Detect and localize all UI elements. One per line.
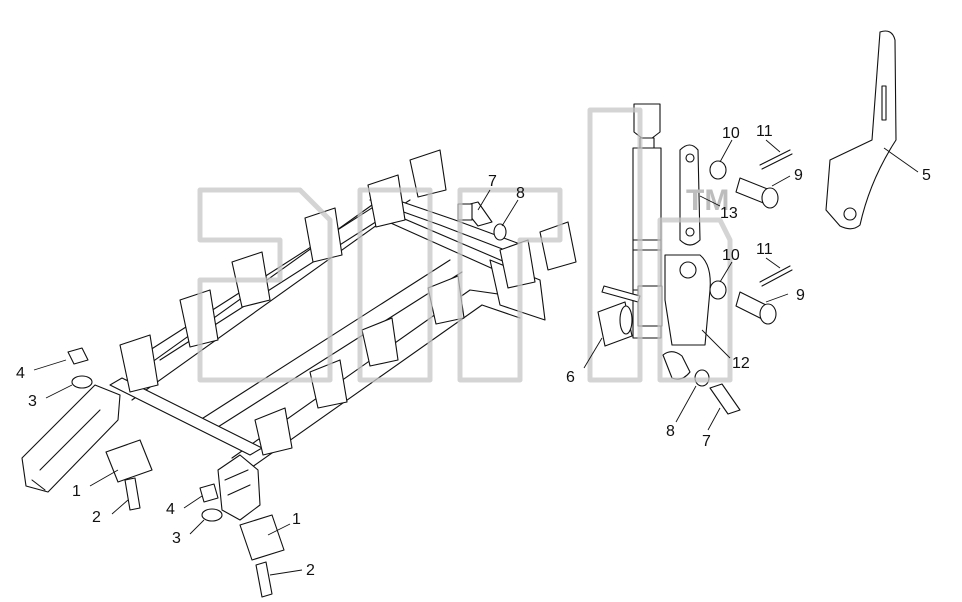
leader-9b (765, 293, 789, 303)
leader-8b (675, 385, 697, 423)
leader-3a (45, 384, 73, 399)
arm-plate-hole (843, 207, 857, 221)
arm-plate (825, 30, 897, 230)
leader-11a (765, 139, 781, 153)
cotter-pin-11-lower (759, 265, 793, 287)
shank-bracket (409, 149, 447, 198)
leader-12 (701, 329, 731, 359)
callout-2a: 2 (92, 509, 101, 526)
callout-1a: 1 (72, 483, 81, 500)
callout-12: 12 (732, 355, 750, 372)
frame-end-plate-right-detail (224, 469, 251, 496)
callout-8b: 8 (666, 423, 675, 440)
leader-7b (707, 407, 721, 431)
frame-rail-mid (149, 189, 463, 433)
leader-10a (719, 139, 733, 163)
leader-13 (699, 195, 721, 207)
callout-9a: 9 (794, 167, 803, 184)
washer-10-lower (709, 280, 727, 300)
bolt-7-lower (709, 383, 741, 415)
callout-11a: 11 (756, 123, 773, 140)
lower-link (662, 351, 691, 380)
arm-plate-5 (825, 30, 897, 230)
callout-labels: 1 1 2 2 3 3 4 4 5 6 7 7 8 8 9 9 10 10 11… (16, 123, 931, 579)
leader-4a (33, 359, 67, 371)
callout-10b: 10 (722, 247, 740, 264)
callout-6: 6 (566, 369, 575, 386)
shank-bracket (254, 407, 293, 456)
callout-11b: 11 (756, 241, 773, 258)
clamp-plate-1-right (239, 514, 285, 561)
shank-bracket (119, 334, 159, 393)
frame-end-beam-left-detail (31, 409, 101, 491)
watermark: TM (197, 107, 733, 383)
pin-9-lower-head (759, 303, 777, 325)
bolt-2-left (124, 477, 141, 511)
frame-rail-front (231, 289, 541, 473)
arm-plate-slot (881, 85, 887, 121)
leader-2a (111, 499, 129, 515)
frame-assembly (21, 189, 546, 521)
callout-7b: 7 (702, 433, 711, 450)
callout-2b: 2 (306, 562, 315, 579)
callout-3b: 3 (172, 530, 181, 547)
leader-2b (269, 569, 303, 576)
callout-13: 13 (720, 205, 738, 222)
pin-9-upper-head (761, 187, 779, 209)
leader-3b (189, 519, 205, 535)
washer-3-right (201, 508, 223, 522)
washer-10-upper (709, 160, 727, 180)
bolt-2-right (255, 561, 273, 598)
shank-bracket (367, 174, 406, 228)
washer-3-left (71, 375, 93, 389)
watermark-tm: TM (686, 184, 729, 217)
callout-1b: 1 (292, 511, 301, 528)
leader-lines (33, 139, 919, 576)
callout-4b: 4 (166, 501, 175, 518)
clamp-plate-1-left (105, 439, 153, 483)
pivot-bracket-12 (664, 254, 711, 346)
callout-8a: 8 (516, 185, 525, 202)
bushing-6 (597, 301, 633, 347)
shank-bracket (427, 275, 465, 325)
leader-9a (771, 175, 791, 187)
washer-8-upper (493, 223, 507, 241)
callout-5: 5 (922, 167, 931, 184)
leader-5 (883, 147, 919, 173)
link-plate-hole (685, 153, 695, 163)
bushing-end (619, 305, 633, 335)
nut-4-left (67, 347, 89, 365)
leader-11b (765, 257, 781, 269)
callout-3a: 3 (28, 393, 37, 410)
leader-1a (89, 469, 119, 487)
callout-7a: 7 (488, 173, 497, 190)
pivot-bracket-hole (679, 261, 697, 279)
lower-link-plate (662, 351, 691, 380)
pivot-bracket (664, 254, 711, 346)
callout-9b: 9 (796, 287, 805, 304)
nut-4-right (199, 483, 219, 503)
watermark-letterforms (197, 107, 733, 383)
leader-4b (183, 495, 203, 509)
frame-end-plate-right (217, 454, 261, 521)
leader-10b (719, 261, 733, 283)
shank-bracket (361, 317, 399, 367)
callout-4a: 4 (16, 365, 25, 382)
leader-7a (477, 189, 491, 211)
hardware (67, 149, 793, 598)
cotter-pin-11-upper (759, 149, 793, 170)
leader-6 (583, 337, 603, 369)
leader-8a (501, 199, 519, 227)
callout-10a: 10 (722, 125, 740, 142)
shank-bracket (304, 207, 343, 263)
leader-1b (267, 523, 291, 536)
link-plate-hole (685, 227, 695, 237)
